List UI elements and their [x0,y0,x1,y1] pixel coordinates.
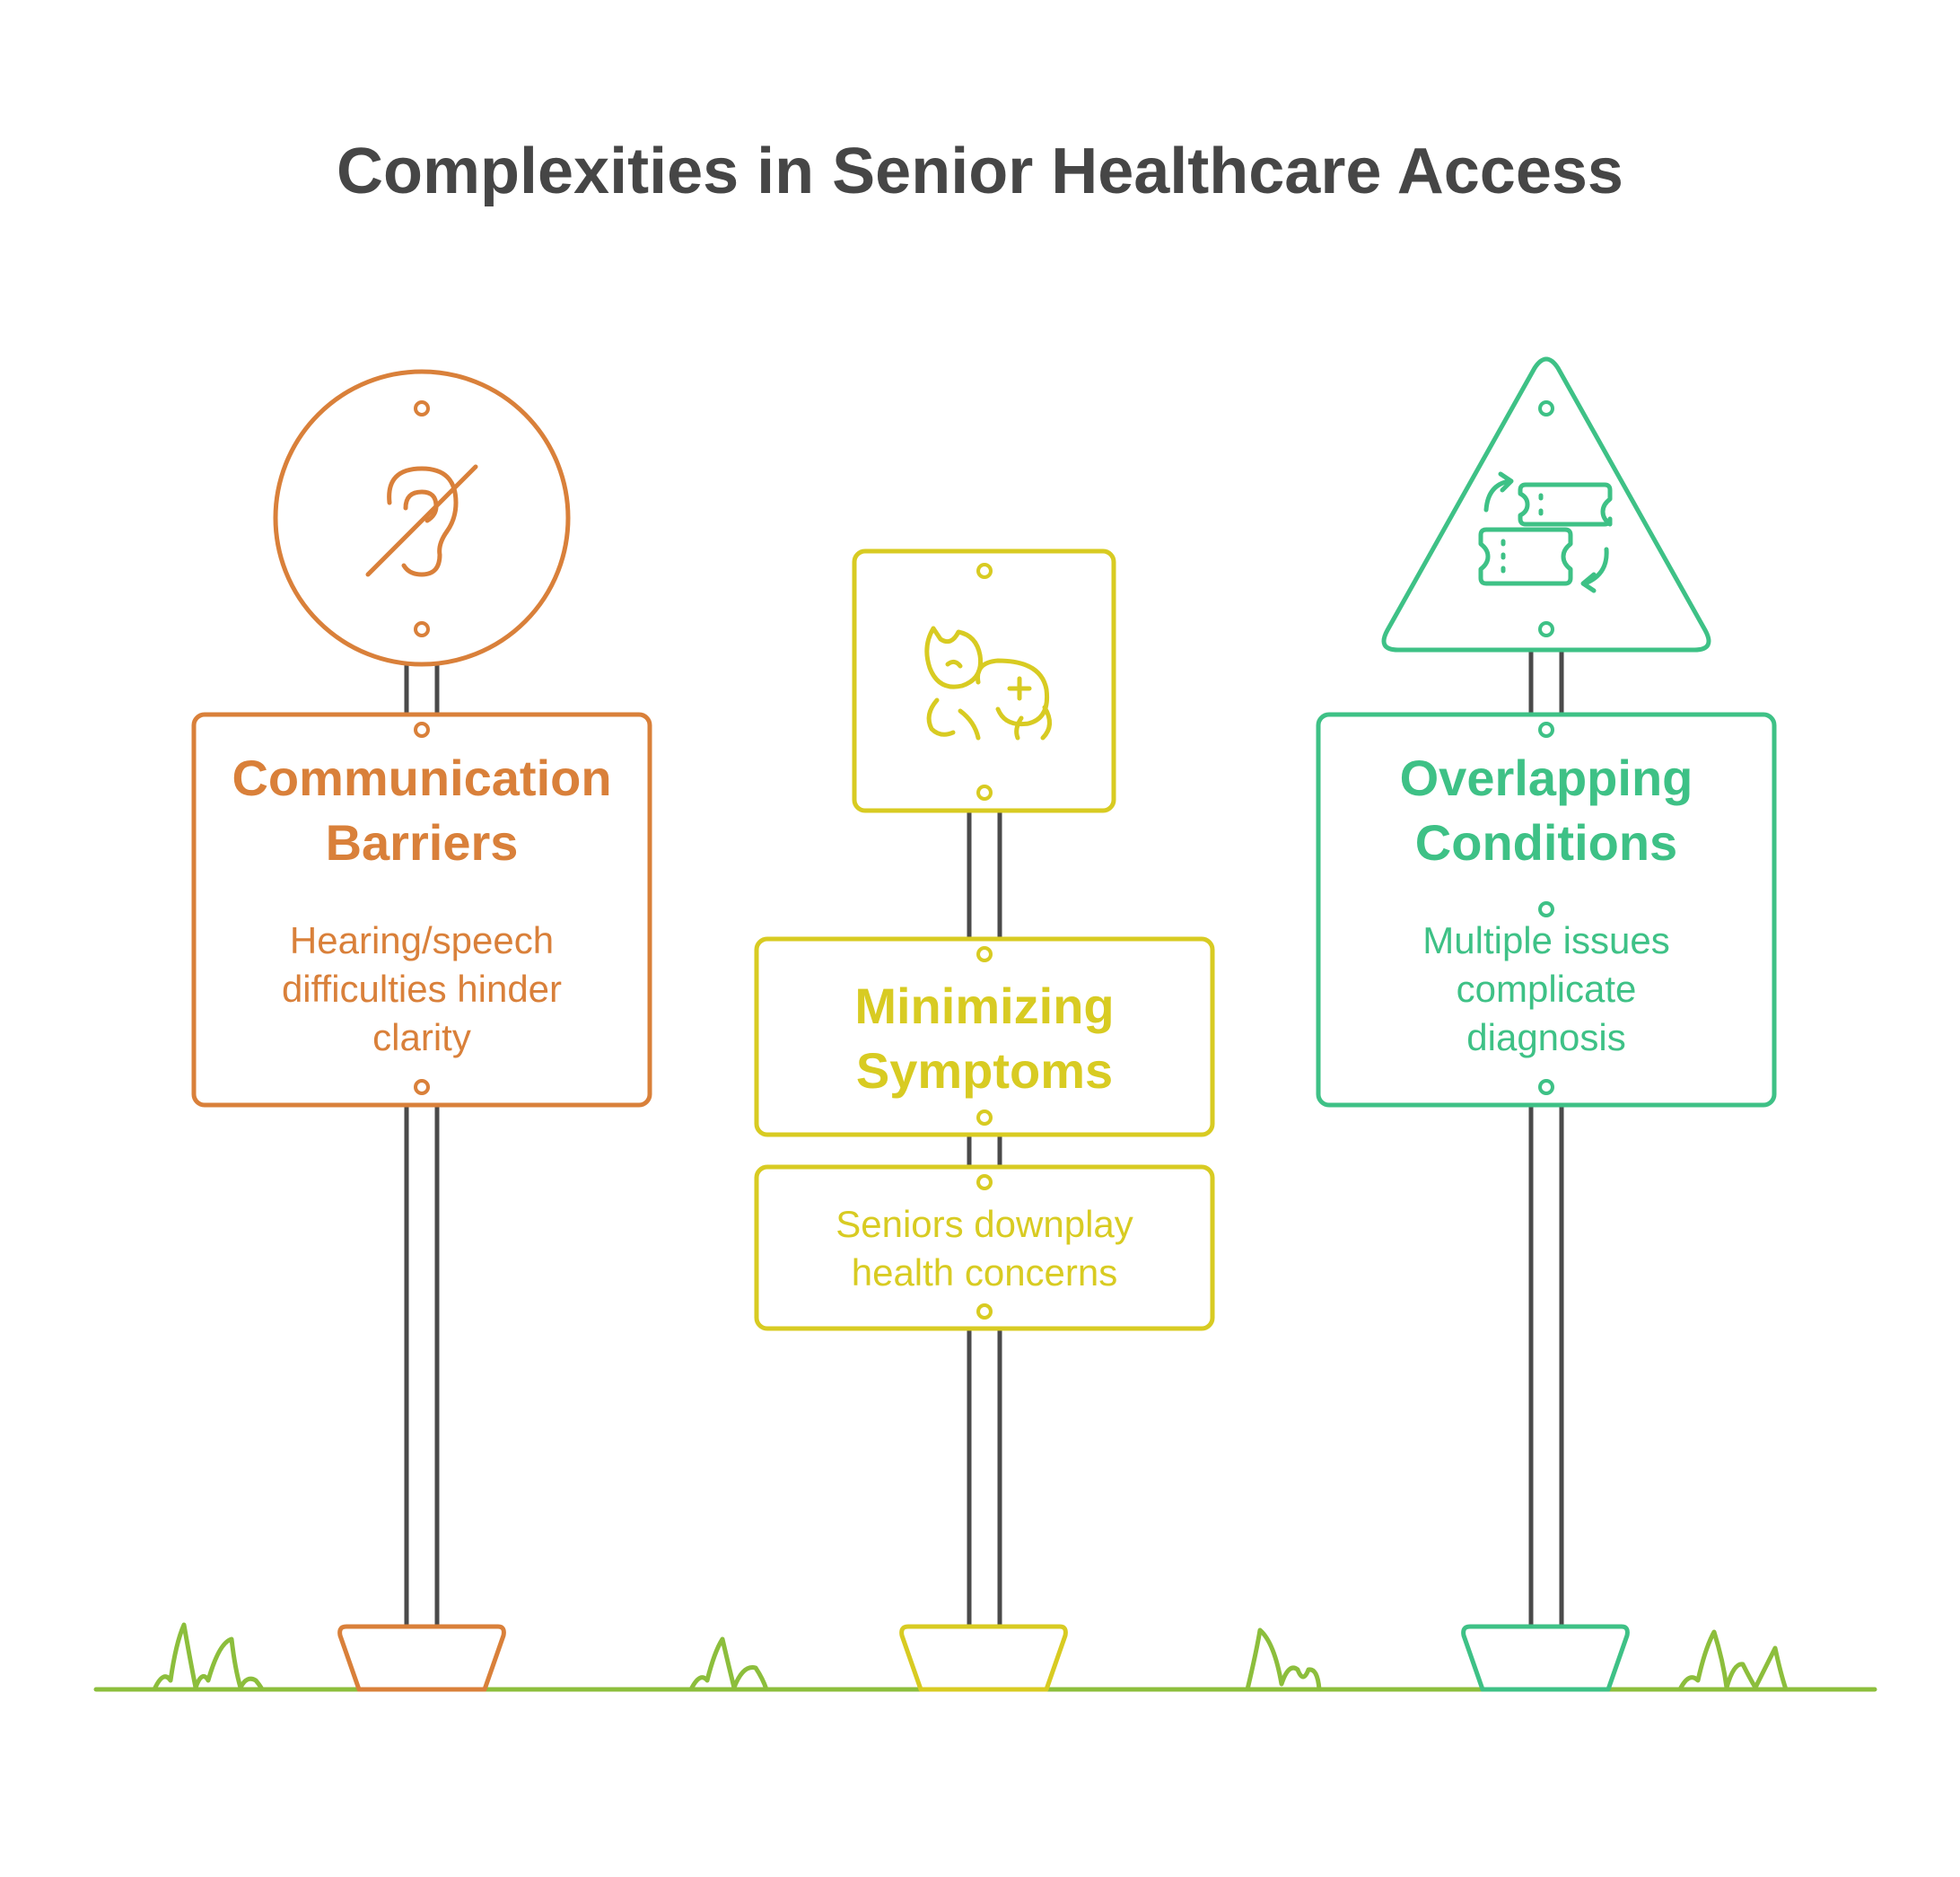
description-panel [754,1164,1215,1331]
bolt [1538,901,1554,917]
bolt [976,1174,993,1190]
text-panel [191,712,652,1108]
sign-communication-barriers [191,369,652,1692]
ear-off-icon [365,464,478,577]
sign-heading: Minimizing Symptoms [757,974,1212,1103]
bolt [1538,722,1554,738]
sign-description: Seniors downplay health concerns [836,1203,1133,1294]
bolt [414,621,430,637]
post-base [1461,1624,1630,1692]
grass-tuft [1677,1629,1789,1692]
bolt [976,946,993,962]
text-panel [1316,712,1777,1108]
swap-tickets-icon [1478,471,1613,593]
bolt [976,1110,993,1126]
bolt [414,1079,430,1095]
post-base [899,1624,1068,1692]
bolt [1538,1079,1554,1095]
heading-line: Symptoms [855,1042,1114,1099]
sign-minimizing-symptoms [754,548,1215,1692]
page-title: Complexities in Senior Healthcare Access [337,136,1623,207]
post-base [337,1624,506,1692]
sign-heading: Overlapping Conditions [1318,746,1774,875]
bolt [976,785,993,801]
heading-line: Communication [232,750,612,806]
sign-heading: Communication Barriers [194,746,650,875]
bolt [414,400,430,417]
bolt [414,722,430,738]
bolt [1538,621,1554,637]
square-sign [852,548,1116,813]
sign-overlapping-conditions [1316,356,1777,1692]
heading-line: Conditions [1414,814,1678,871]
sign-description: Hearing/speech difficulties hinder clari… [281,919,563,1058]
heading-panel [754,936,1215,1137]
heading-line: Minimizing [854,978,1115,1034]
bolt [976,563,993,579]
heading-line: Overlapping [1399,750,1693,806]
grass-tuft [1245,1627,1322,1692]
triangle-sign [1381,356,1711,653]
bolt [1538,400,1554,417]
heading-line: Barriers [325,814,519,871]
grass-tuft [688,1636,769,1692]
sign-description: Multiple issues complicate diagnosis [1422,919,1670,1058]
bolt [976,1303,993,1320]
grass-tuft [152,1622,265,1692]
person-health-icon [924,626,1052,741]
